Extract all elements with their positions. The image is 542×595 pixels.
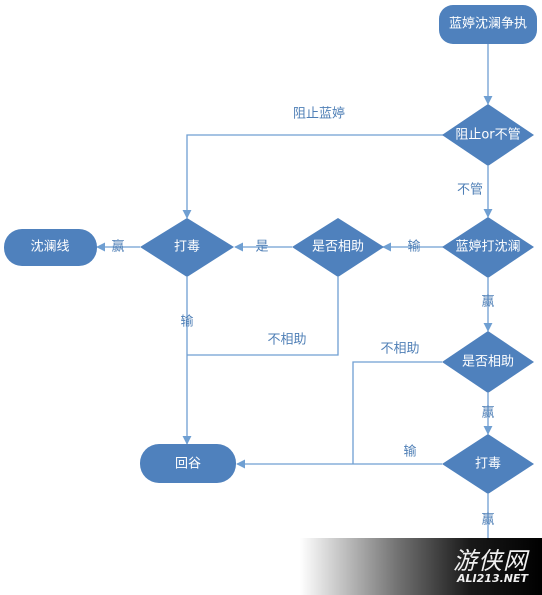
node-start (439, 5, 537, 44)
label-ignore: 不管 (457, 183, 483, 198)
edge-nohelp-right (352, 361, 442, 464)
node-decide-stop (442, 104, 534, 166)
label-win-fight: 赢 (481, 294, 494, 310)
node-help-left-label: 是否相助 (312, 240, 364, 255)
node-poison-left-label: 打毒 (174, 240, 200, 255)
node-huigu (140, 444, 236, 483)
node-huigu-label: 回谷 (175, 457, 201, 472)
label-lose-right: 输 (403, 444, 416, 460)
node-poison-left (140, 218, 234, 277)
label-no-help-left: 不相助 (267, 333, 306, 348)
node-help-right-label: 是否相助 (462, 355, 514, 370)
label-win-left: 赢 (111, 239, 124, 255)
watermark-url: ALI213.NET (457, 572, 528, 585)
label-lose-poison: 输 (180, 314, 193, 330)
label-lose-left: 输 (407, 239, 420, 255)
node-decide-stop-label: 阻止or不管 (455, 128, 520, 143)
label-stop-lanting: 阻止蓝婷 (293, 106, 345, 122)
node-poison-right (442, 434, 534, 494)
label-win-help: 赢 (481, 405, 494, 421)
label-win-bottom: 赢 (481, 512, 494, 528)
watermark-logo: 游侠网 (453, 547, 528, 575)
node-shen-line-label: 沈澜线 (30, 240, 69, 255)
node-fight-shen-label: 蓝婷打沈澜 (455, 239, 520, 255)
node-shen-line (4, 229, 97, 266)
node-help-left (292, 218, 384, 277)
node-help-right (442, 331, 534, 393)
label-yes: 是 (255, 240, 268, 255)
edge-stop-to-poison (182, 134, 446, 219)
node-start-label: 蓝婷沈澜争执 (449, 16, 527, 32)
node-poison-right-label: 打毒 (475, 457, 501, 472)
edge-nohelp-left (187, 277, 339, 356)
label-no-help-right: 不相助 (380, 342, 419, 357)
watermark-background (300, 538, 542, 595)
node-fight-shen (442, 217, 534, 278)
